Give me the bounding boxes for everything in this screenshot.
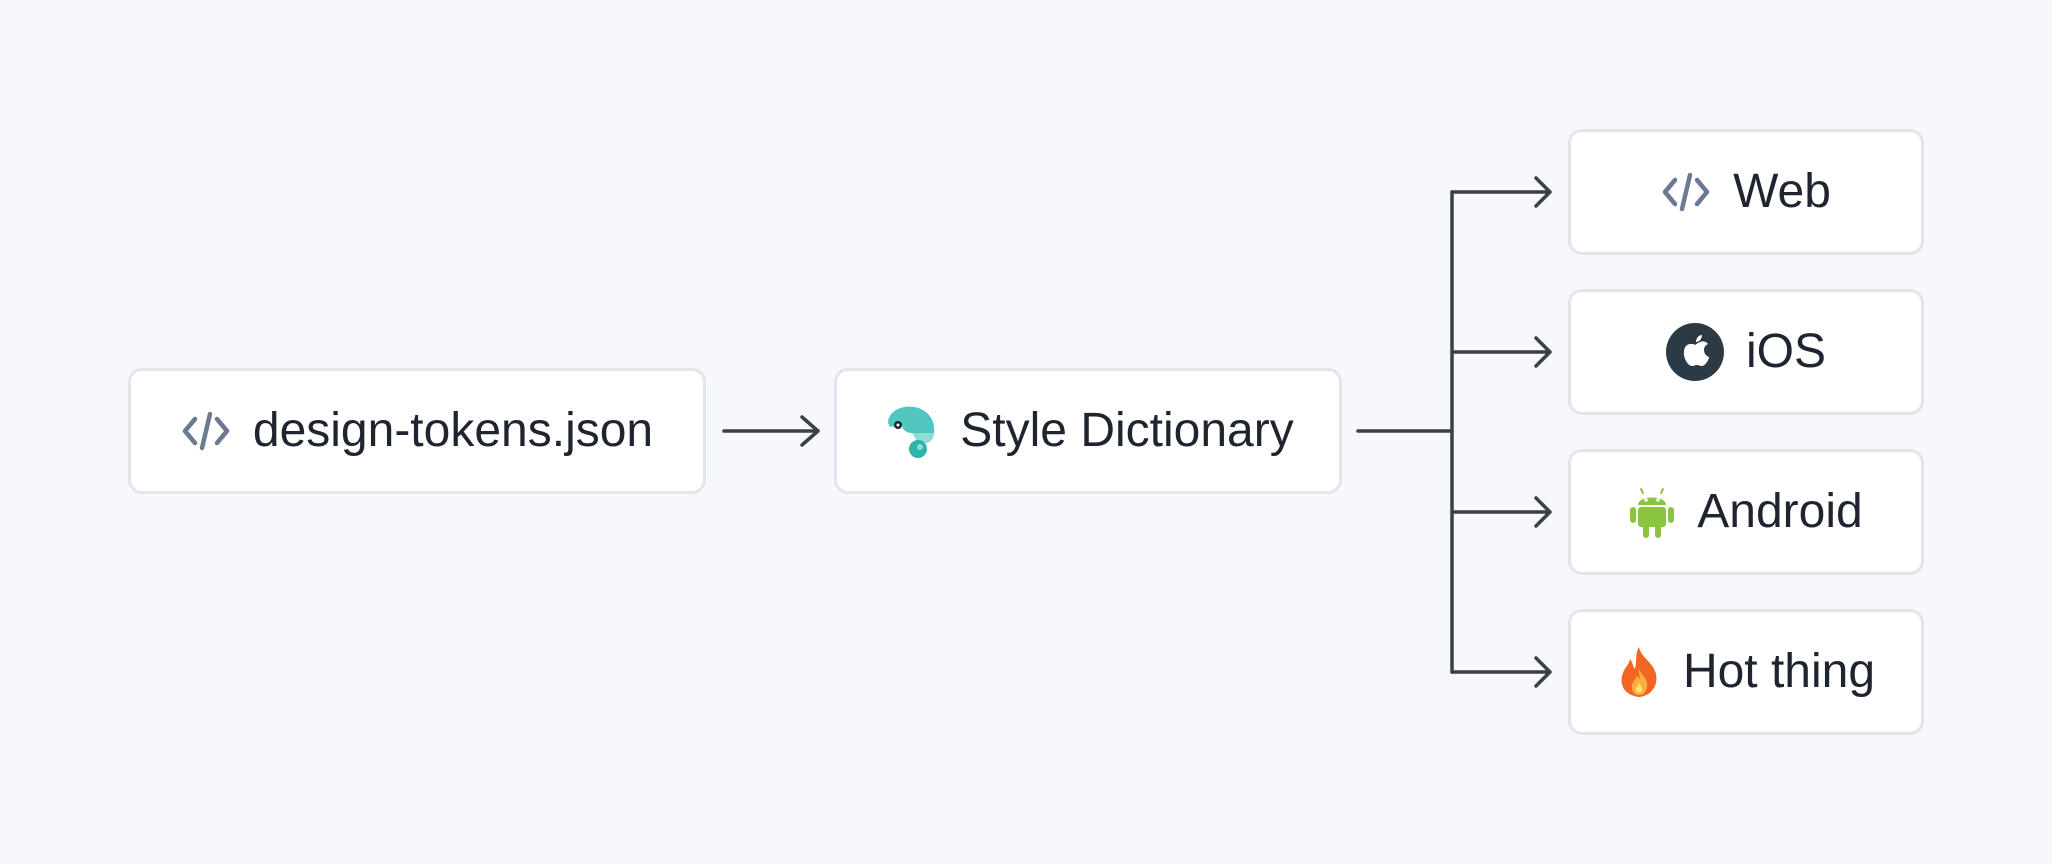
arrow-to-web <box>1450 176 1552 208</box>
processor-node: Style Dictionary <box>834 368 1342 494</box>
output-hot-thing-node: Hot thing <box>1568 609 1924 735</box>
arrow-to-hot-thing <box>1450 656 1552 688</box>
output-ios-node: iOS <box>1568 289 1924 415</box>
processor-label: Style Dictionary <box>960 404 1294 457</box>
arrow-to-android <box>1450 496 1552 528</box>
android-icon <box>1629 485 1675 539</box>
source-label: design-tokens.json <box>252 404 654 457</box>
arrow-to-ios <box>1450 336 1552 368</box>
arrow-source-to-processor <box>722 415 820 447</box>
apple-icon <box>1665 323 1724 381</box>
output-android-node: Android <box>1568 449 1924 575</box>
output-web-label: Web <box>1733 165 1831 218</box>
output-web-node: Web <box>1568 129 1924 255</box>
output-hot-thing-label: Hot thing <box>1682 645 1876 698</box>
code-icon <box>181 410 231 452</box>
output-ios-label: iOS <box>1745 325 1826 378</box>
output-android-label: Android <box>1697 485 1863 538</box>
fire-icon <box>1617 645 1661 699</box>
code-icon <box>1661 171 1711 213</box>
source-node: design-tokens.json <box>128 368 706 494</box>
chameleon-logo-icon <box>882 403 938 459</box>
